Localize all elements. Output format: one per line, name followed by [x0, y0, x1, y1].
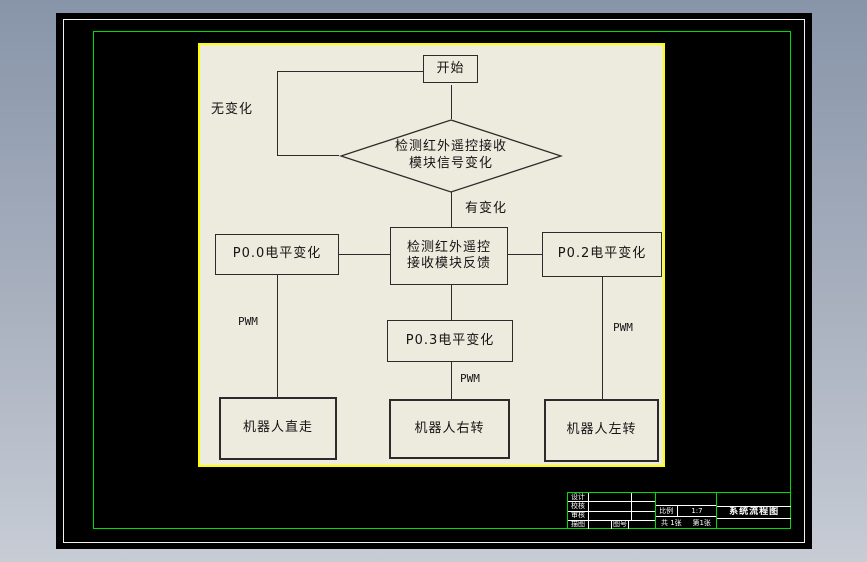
flow-node-robot-left: 机器人左转 [544, 399, 659, 462]
audit-value-cell [589, 512, 631, 520]
check-label: 校核 [568, 502, 589, 511]
drawing-no-label: 图号 [611, 520, 629, 529]
connector-feedback-p03 [451, 285, 452, 320]
connector-start-decision [451, 85, 452, 119]
sheet-outer-border [63, 19, 805, 543]
flow-node-start-label: 开始 [436, 60, 465, 76]
sheet-number: 第1张 [692, 518, 711, 527]
connector-loop-bottom [277, 155, 339, 156]
pwm-label-left: PWM [238, 315, 258, 328]
design-value-cell [589, 493, 631, 501]
flow-node-p00: P0.0电平变化 [215, 234, 339, 275]
title-block-signature-table: 设计 校核 审核 描图 图号 [568, 493, 655, 529]
flow-node-feedback: 检测红外遥控 接收模块反馈 [390, 227, 508, 285]
drawing-title: 系统流程图 [717, 506, 791, 519]
decision-text-line2: 模块信号变化 [408, 156, 493, 171]
scale-section-empty-cell [656, 493, 717, 505]
check-end-cell [630, 502, 655, 511]
drawing-no-value-cell [629, 521, 655, 529]
drawing-sheet: 开始 无变化 检测红外遥控接收 模块信号变化 有变化 检测红外遥控 接收模块反馈… [56, 13, 812, 549]
flow-node-robot-straight: 机器人直走 [219, 397, 337, 460]
flow-node-p03: P0.3电平变化 [387, 320, 513, 362]
connector-p02-left-turn [602, 277, 603, 399]
connector-p03-right-turn [451, 362, 452, 399]
scale-value: 1:7 [691, 506, 703, 515]
pwm-label-right: PWM [613, 321, 633, 334]
flow-node-p02: P0.2电平变化 [542, 232, 662, 277]
robot-right-label: 机器人右转 [414, 420, 485, 436]
connector-feedback-p02 [508, 254, 542, 255]
name-section-empty-bottom [717, 519, 791, 529]
branch-label-has-change: 有变化 [465, 201, 508, 216]
title-block-row-design: 设计 [568, 493, 655, 503]
title-block-name-section: 系统流程图 [716, 493, 791, 529]
branch-label-no-change: 无变化 [211, 102, 254, 117]
design-label: 设计 [568, 493, 589, 502]
robot-straight-label: 机器人直走 [242, 420, 313, 436]
flow-node-robot-right: 机器人右转 [389, 399, 510, 459]
sheets-row: 共 1张 第1张 [656, 517, 717, 529]
robot-left-label: 机器人左转 [566, 422, 637, 438]
sheets-total: 共 1张 [661, 518, 682, 527]
connector-p00-straight [277, 275, 278, 397]
pwm-label-middle: PWM [460, 372, 480, 385]
p02-label: P0.2电平变化 [557, 246, 647, 262]
scale-row: 比例 1:7 [655, 505, 717, 517]
connector-loop-vertical [277, 71, 278, 155]
sheet-green-frame [93, 31, 791, 529]
connector-feedback-p00 [339, 254, 390, 255]
name-section-empty-top [717, 493, 791, 506]
p00-label: P0.0电平变化 [232, 246, 322, 262]
decision-text-line1: 检测红外遥控接收 [394, 139, 507, 155]
audit-end-cell [630, 511, 655, 520]
feedback-text-line2: 接收模块反馈 [406, 256, 491, 271]
trace-label: 描图 [568, 520, 589, 529]
flow-node-start: 开始 [423, 55, 478, 83]
audit-label: 审核 [568, 511, 589, 520]
title-block-scale-section: 比例 1:7 共 1张 第1张 [654, 493, 717, 529]
feedback-text-line1: 检测红外遥控 [406, 239, 491, 255]
trace-value-cell [589, 521, 611, 529]
title-block-row-check: 校核 [568, 502, 655, 512]
connector-decision-feedback [451, 192, 452, 227]
title-block: 设计 校核 审核 描图 图号 [567, 492, 791, 529]
title-block-row-audit: 审核 [568, 511, 655, 521]
check-value-cell [589, 502, 631, 510]
title-block-row-trace: 描图 图号 [568, 520, 655, 529]
design-end-cell [630, 493, 655, 502]
connector-loop-top [277, 71, 423, 72]
p03-label: P0.3电平变化 [405, 332, 495, 348]
scale-label: 比例 [656, 506, 678, 516]
flow-node-decision: 检测红外遥控接收 模块信号变化 [339, 119, 563, 193]
flowchart-canvas: 开始 无变化 检测红外遥控接收 模块信号变化 有变化 检测红外遥控 接收模块反馈… [198, 43, 665, 467]
